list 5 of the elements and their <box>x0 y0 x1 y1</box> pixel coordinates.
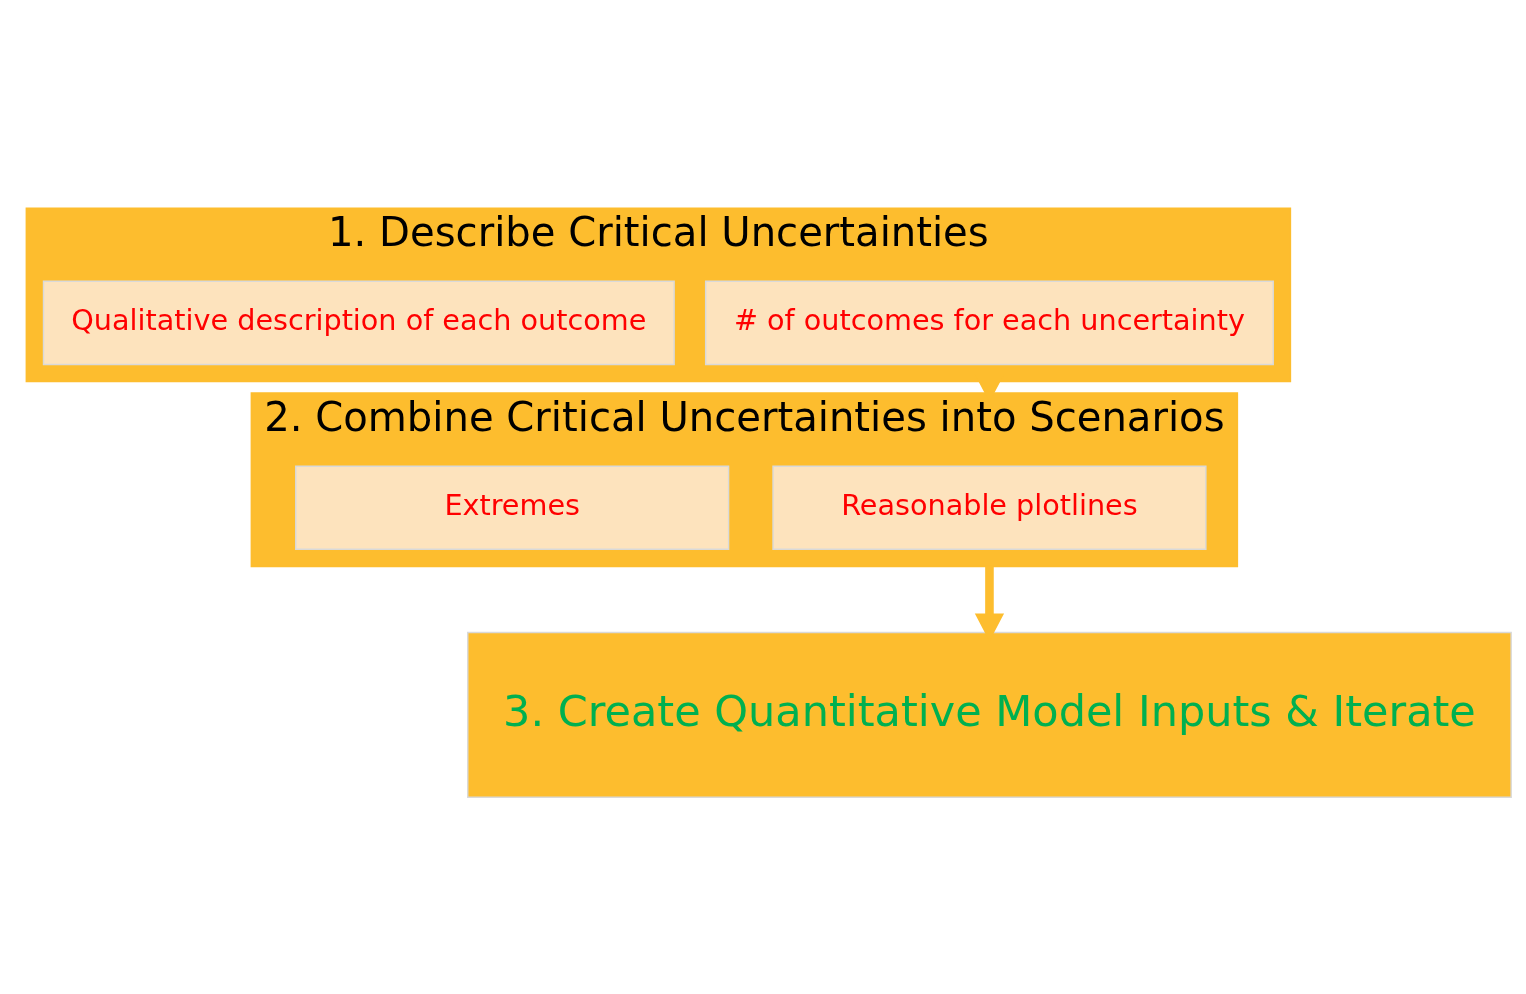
node-box: # of outcomes for each uncertainty <box>704 280 1274 366</box>
node-box: Extremes <box>295 465 730 551</box>
node-box: Reasonable plotlines <box>772 465 1207 551</box>
node-box: Qualitative description of each outcome <box>42 280 675 366</box>
node-box: 3. Create Quantitative Model Inputs & Iterate <box>467 631 1512 798</box>
